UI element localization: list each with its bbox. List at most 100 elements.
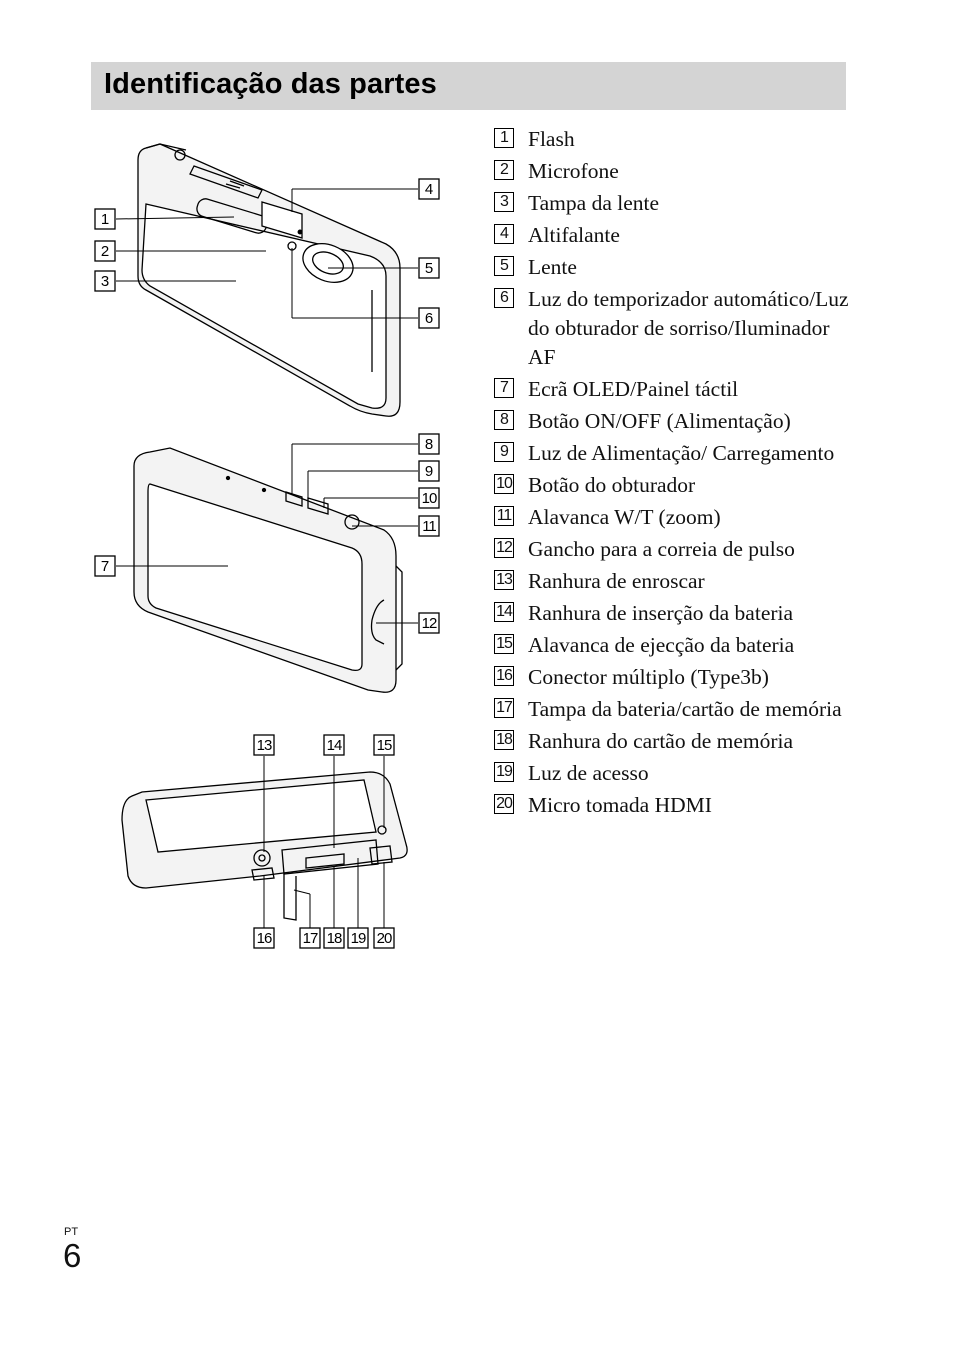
camera-bottom-illustration <box>121 771 408 921</box>
list-item: 15 Alavanca de ejecção da bateria <box>494 631 854 660</box>
item-label: Altifalante <box>528 223 620 247</box>
camera-parts-diagram: 1 2 3 4 5 6 7 8 9 10 11 12 13 14 15 16 1… <box>94 143 440 949</box>
callout-13: 13 <box>253 734 275 756</box>
callout-17: 17 <box>299 927 321 949</box>
callout-6: 6 <box>418 307 440 329</box>
item-number: 15 <box>494 634 514 654</box>
item-number: 3 <box>494 192 514 212</box>
item-number: 12 <box>494 538 514 558</box>
callout-leader-lines <box>115 188 418 928</box>
item-number: 5 <box>494 256 514 276</box>
item-label: Tampa da lente <box>528 191 660 215</box>
list-item: 11 Alavanca W/T (zoom) <box>494 503 854 532</box>
item-number: 4 <box>494 224 514 244</box>
item-number: 19 <box>494 762 514 782</box>
list-item: 1 Flash <box>494 125 854 154</box>
item-label: Luz do temporizador automático/Luz do ob… <box>528 287 849 369</box>
parts-list: 1 Flash 2 Microfone 3 Tampa da lente 4 Altif… <box>494 125 854 823</box>
item-number: 14 <box>494 602 514 622</box>
list-item: 12 Gancho para a correia de pulso <box>494 535 854 564</box>
item-number: 20 <box>494 794 514 814</box>
svg-text:10: 10 <box>422 490 437 507</box>
svg-text:5: 5 <box>425 260 433 277</box>
camera-front-illustration <box>137 143 401 417</box>
list-item: 20 Micro tomada HDMI <box>494 791 854 820</box>
svg-text:17: 17 <box>303 930 318 947</box>
svg-text:15: 15 <box>377 737 392 754</box>
callout-18: 18 <box>323 927 345 949</box>
callout-16: 16 <box>253 927 275 949</box>
item-label: Gancho para a correia de pulso <box>528 537 795 561</box>
callout-labels: 1 2 3 4 5 6 7 8 9 10 11 12 13 14 15 16 1… <box>94 178 440 949</box>
callout-12: 12 <box>418 612 440 634</box>
item-label: Microfone <box>528 159 619 183</box>
svg-text:9: 9 <box>425 463 433 480</box>
callout-10: 10 <box>418 487 440 509</box>
item-label: Tampa da bateria/cartão de memória <box>528 697 842 721</box>
item-label: Ranhura de enroscar <box>528 569 705 593</box>
list-item: 17 Tampa da bateria/cartão de memória <box>494 695 854 724</box>
item-label: Alavanca de ejecção da bateria <box>528 633 795 657</box>
item-label: Luz de acesso <box>528 761 649 785</box>
item-label: Micro tomada HDMI <box>528 793 712 817</box>
item-number: 2 <box>494 160 514 180</box>
callout-7: 7 <box>94 555 116 577</box>
page-number: 6 <box>63 1237 82 1274</box>
item-label: Ecrã OLED/Painel táctil <box>528 377 739 401</box>
svg-text:20: 20 <box>377 930 392 947</box>
svg-text:11: 11 <box>422 518 436 535</box>
list-item: 9 Luz de Alimentação/ Carregamento <box>494 439 854 468</box>
item-number: 1 <box>494 128 514 148</box>
svg-text:1: 1 <box>101 211 109 228</box>
svg-text:16: 16 <box>257 930 272 947</box>
callout-9: 9 <box>418 460 440 482</box>
item-label: Lente <box>528 255 577 279</box>
callout-20: 20 <box>373 927 395 949</box>
svg-text:12: 12 <box>422 615 437 632</box>
callout-2: 2 <box>94 240 116 262</box>
list-item: 5 Lente <box>494 253 854 282</box>
list-item: 7 Ecrã OLED/Painel táctil <box>494 375 854 404</box>
item-number: 9 <box>494 442 514 462</box>
callout-1: 1 <box>94 208 116 230</box>
item-number: 7 <box>494 378 514 398</box>
svg-text:19: 19 <box>351 930 366 947</box>
item-number: 13 <box>494 570 514 590</box>
list-item: 14 Ranhura de inserção da bateria <box>494 599 854 628</box>
callout-8: 8 <box>418 433 440 455</box>
callout-4: 4 <box>418 178 440 200</box>
section-header: Identificação das partes <box>91 62 846 110</box>
callout-14: 14 <box>323 734 345 756</box>
callout-11: 11 <box>418 515 440 537</box>
item-label: Botão do obturador <box>528 473 696 497</box>
svg-text:18: 18 <box>327 930 342 947</box>
callout-15: 15 <box>373 734 395 756</box>
item-label: Ranhura de inserção da bateria <box>528 601 794 625</box>
item-label: Botão ON/OFF (Alimentação) <box>528 409 791 433</box>
list-item: 3 Tampa da lente <box>494 189 854 218</box>
svg-text:2: 2 <box>101 243 109 260</box>
svg-text:8: 8 <box>425 436 433 453</box>
svg-text:4: 4 <box>425 181 433 198</box>
item-label: Luz de Alimentação/ Carregamento <box>528 441 835 465</box>
callout-3: 3 <box>94 270 116 292</box>
svg-text:13: 13 <box>257 737 272 754</box>
item-number: 16 <box>494 666 514 686</box>
list-item: 13 Ranhura de enroscar <box>494 567 854 596</box>
list-item: 2 Microfone <box>494 157 854 186</box>
item-label: Ranhura do cartão de memória <box>528 729 794 753</box>
item-number: 17 <box>494 698 514 718</box>
item-label: Alavanca W/T (zoom) <box>528 505 721 529</box>
list-item: 4 Altifalante <box>494 221 854 250</box>
camera-back-illustration <box>133 447 403 693</box>
page-title: Identificação das partes <box>104 68 437 100</box>
item-number: 11 <box>494 506 514 526</box>
svg-text:3: 3 <box>101 273 109 290</box>
item-number: 6 <box>494 288 514 308</box>
item-label: Flash <box>528 127 575 151</box>
svg-text:7: 7 <box>101 558 109 575</box>
